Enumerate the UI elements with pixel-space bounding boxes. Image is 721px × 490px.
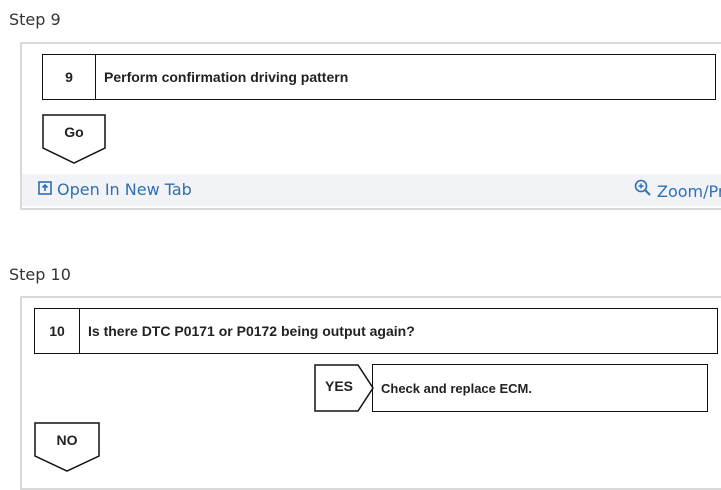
open-in-new-tab-label: Open In New Tab bbox=[57, 180, 192, 199]
step-9-toolbar: Open In New Tab Zoom/Print bbox=[22, 174, 721, 206]
step-9-heading: Step 9 bbox=[9, 10, 61, 29]
zoom-in-icon bbox=[634, 179, 657, 201]
step-question: Is there DTC P0171 or P0172 being output… bbox=[88, 323, 415, 339]
yes-result-box: Check and replace ECM. bbox=[372, 364, 708, 412]
step-number: 9 bbox=[43, 55, 96, 99]
zoom-print-link[interactable]: Zoom/Print bbox=[634, 178, 721, 201]
yes-label: YES bbox=[324, 378, 353, 394]
step-10-row: 10 Is there DTC P0171 or P0172 being out… bbox=[34, 308, 718, 354]
step-10-card: 10 Is there DTC P0171 or P0172 being out… bbox=[20, 296, 721, 490]
zoom-print-label: Zoom/Print bbox=[657, 182, 721, 201]
no-label: NO bbox=[56, 432, 78, 448]
no-pentagon-icon: NO bbox=[34, 422, 100, 472]
step-instruction: Perform confirmation driving pattern bbox=[104, 69, 349, 85]
step-9-row: 9 Perform confirmation driving pattern bbox=[42, 54, 716, 100]
step-9-card: 9 Perform confirmation driving pattern G… bbox=[20, 42, 721, 210]
go-pentagon-icon: Go bbox=[42, 114, 106, 164]
open-in-new-tab-icon bbox=[38, 180, 57, 199]
step-10-heading: Step 10 bbox=[9, 265, 71, 284]
yes-arrow-icon: YES bbox=[314, 364, 374, 412]
open-in-new-tab-link[interactable]: Open In New Tab bbox=[38, 180, 192, 199]
yes-result-text: Check and replace ECM. bbox=[381, 380, 532, 396]
step-number: 10 bbox=[35, 309, 80, 353]
go-label: Go bbox=[64, 124, 84, 140]
